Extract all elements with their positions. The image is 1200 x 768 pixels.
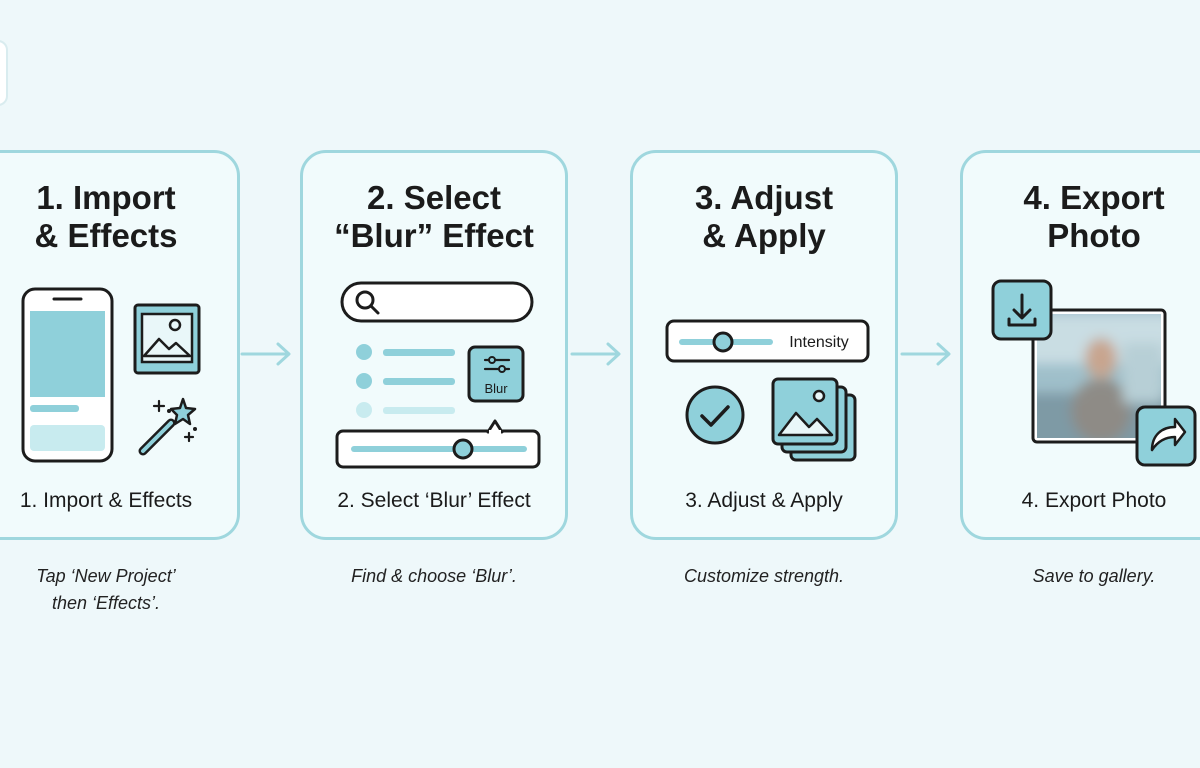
step-card-import: 1. Import & Effects 1. Import & Effects bbox=[0, 150, 240, 540]
step-card-export: 4. Export Photo bbox=[960, 150, 1200, 540]
intensity-slider bbox=[665, 319, 870, 363]
step-caption: Find & choose ‘Blur’. bbox=[351, 566, 517, 586]
phone-icon bbox=[21, 287, 114, 463]
step-label: 3. Adjust & Apply bbox=[685, 489, 843, 512]
download-icon bbox=[991, 279, 1053, 341]
step-caption: Customize strength. bbox=[683, 566, 845, 586]
step-caption: Save to gallery. bbox=[1032, 566, 1156, 586]
step-label: 4. Export Photo bbox=[1021, 489, 1167, 512]
step-label: 2. Select ‘Blur’ Effect bbox=[337, 489, 531, 512]
search-icon bbox=[340, 281, 534, 323]
stacked-images-icon bbox=[771, 377, 857, 462]
blur-chip-label: Blur bbox=[484, 381, 508, 396]
step-title: 2. Select “Blur” Effect bbox=[334, 179, 534, 254]
share-icon bbox=[1135, 405, 1197, 467]
step-label: 1. Import & Effects bbox=[19, 489, 193, 512]
image-icon bbox=[133, 303, 201, 375]
effect-list bbox=[356, 344, 455, 418]
magic-wand-icon bbox=[138, 397, 197, 456]
step-title: 4. Export Photo bbox=[1023, 179, 1165, 254]
arrow-right-icon bbox=[570, 342, 621, 366]
step-caption: Tap ‘New Project’ then ‘Effects’. bbox=[36, 566, 176, 613]
step-illustration bbox=[21, 287, 201, 463]
step-title: 1. Import & Effects bbox=[34, 179, 178, 254]
filter-sliders-icon bbox=[467, 345, 525, 403]
step-illustration: Intensity bbox=[665, 319, 870, 462]
step-card-adjust: 3. Adjust & Apply Intensity 3. Adjust & … bbox=[630, 150, 898, 540]
step-title: 3. Adjust & Apply bbox=[694, 179, 834, 254]
checkmark-icon bbox=[685, 385, 745, 445]
step-illustration bbox=[991, 279, 1197, 467]
corner-tab bbox=[0, 40, 8, 106]
arrow-right-icon bbox=[240, 342, 291, 366]
step-illustration: Blur bbox=[335, 281, 541, 469]
intensity-label: Intensity bbox=[789, 334, 849, 351]
blur-slider bbox=[335, 419, 541, 469]
step-card-select-blur: 2. Select “Blur” Effect Blur bbox=[300, 150, 568, 540]
arrow-right-icon bbox=[900, 342, 951, 366]
blurred-photo bbox=[1031, 308, 1167, 444]
